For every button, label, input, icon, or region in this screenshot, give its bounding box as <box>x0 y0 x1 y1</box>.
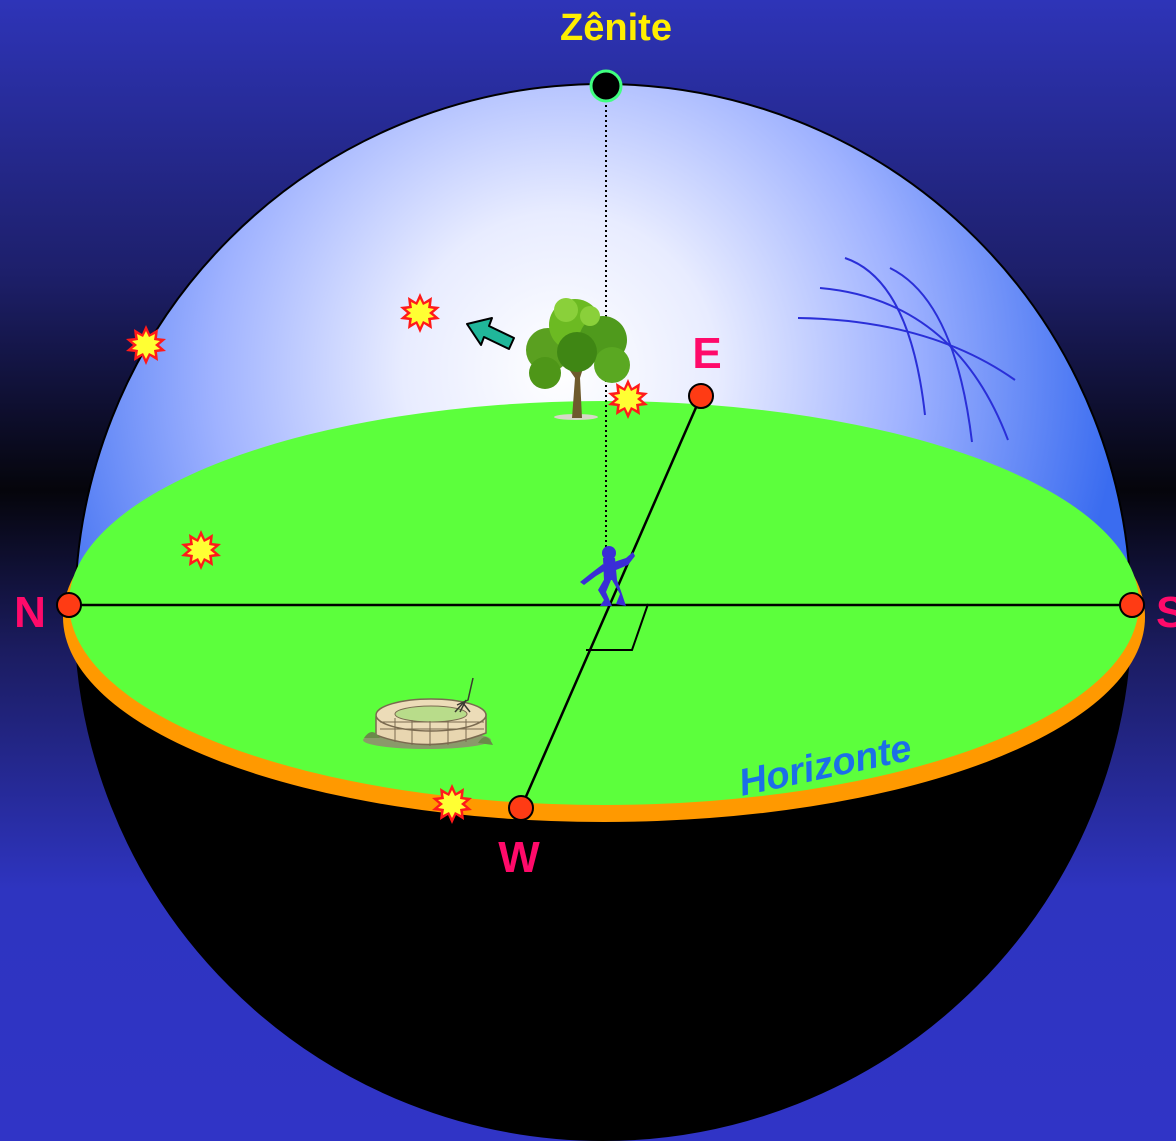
tree-icon <box>526 298 630 420</box>
east-west-line <box>519 395 703 809</box>
observer-figure-icon <box>580 546 635 606</box>
east-label: E <box>692 329 721 378</box>
arrow-icon <box>466 317 515 350</box>
right-angle-marker <box>586 603 649 651</box>
east-point <box>688 383 714 409</box>
north-point <box>56 592 82 618</box>
star-trails <box>797 257 1016 443</box>
south-label: S <box>1156 588 1176 637</box>
west-label: W <box>498 833 540 882</box>
zenith-label: Zênite <box>560 7 672 49</box>
well-icon <box>363 677 493 749</box>
west-point <box>508 795 534 821</box>
zenith-point <box>589 69 623 103</box>
south-point <box>1119 592 1145 618</box>
north-label: N <box>14 588 46 637</box>
